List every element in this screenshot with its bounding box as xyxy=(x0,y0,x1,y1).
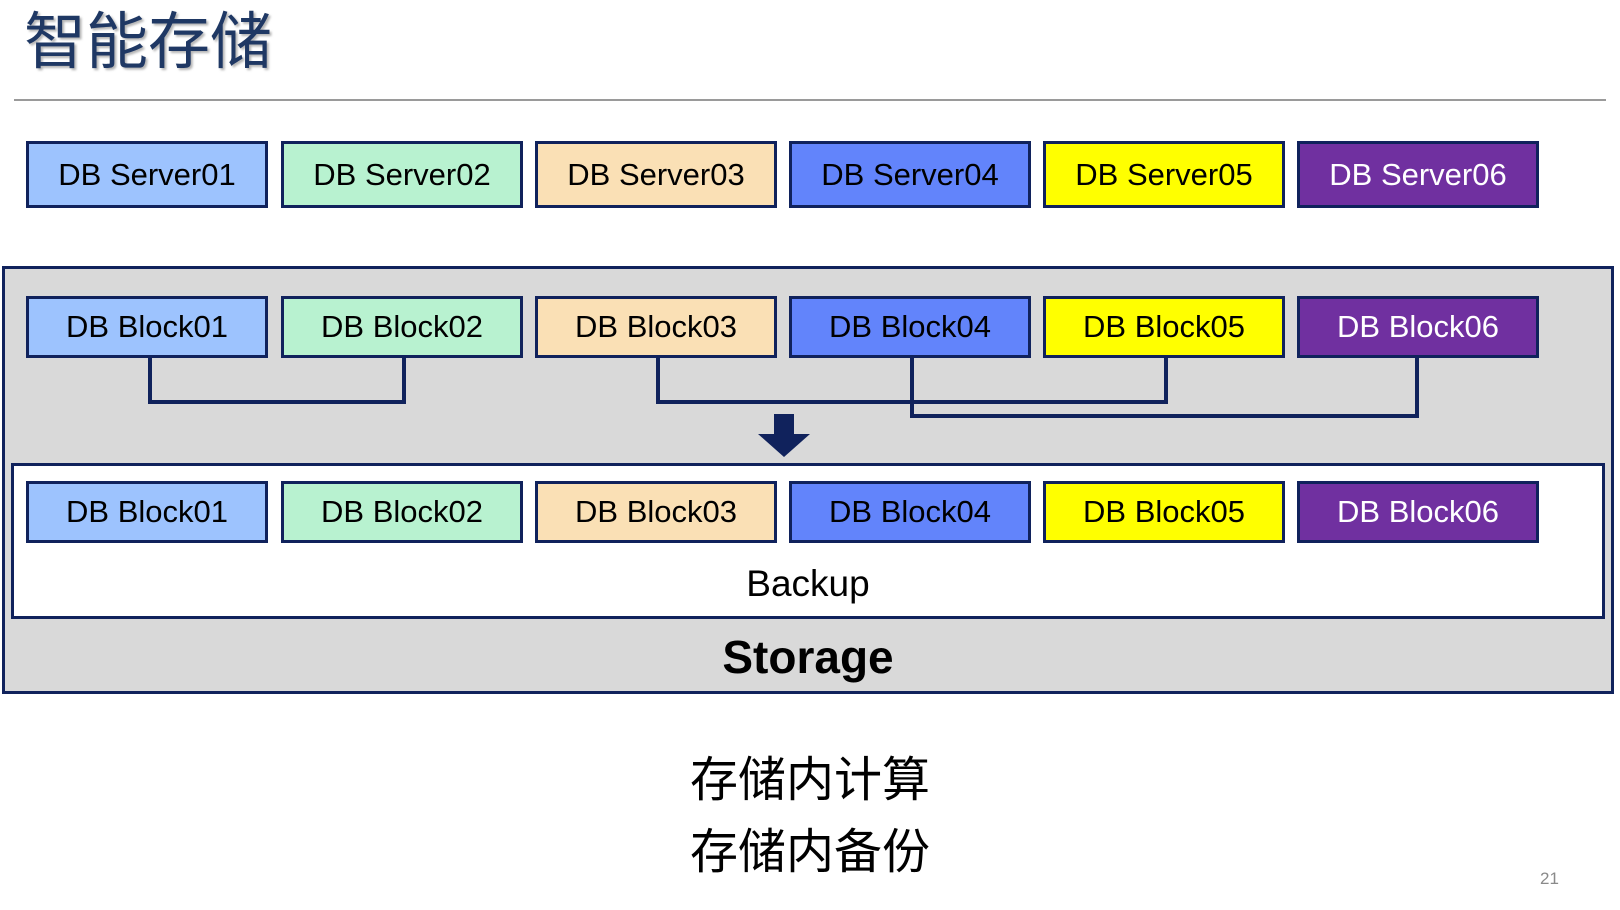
connector-block04-block06-right-leg xyxy=(1415,358,1419,418)
connector-block03-block05-right-leg xyxy=(1164,358,1168,404)
db-server-2-label: DB Server02 xyxy=(313,156,491,192)
db-block-backup-2-label: DB Block02 xyxy=(321,494,483,529)
caption-line-1: 存储内计算 xyxy=(689,754,930,807)
db-block-primary-6: DB Block06 xyxy=(1297,296,1539,358)
page-title: 智能存储 xyxy=(24,8,273,77)
caption-line-2: 存储内备份 xyxy=(689,826,930,879)
db-block-backup-1-label: DB Block01 xyxy=(66,494,228,529)
db-server-3: DB Server03 xyxy=(535,141,777,208)
connector-block01-block02-crossbar xyxy=(148,400,406,404)
db-block-primary-2-label: DB Block02 xyxy=(321,309,483,344)
db-block-primary-1: DB Block01 xyxy=(26,296,268,358)
db-server-3-label: DB Server03 xyxy=(567,156,745,192)
connector-block03-block05-left-leg xyxy=(656,358,660,404)
connector-block01-block02-right-leg xyxy=(402,358,406,404)
db-block-backup-2: DB Block02 xyxy=(281,481,523,543)
db-block-backup-6-label: DB Block06 xyxy=(1337,494,1499,529)
db-server-4-label: DB Server04 xyxy=(821,156,999,192)
db-server-4: DB Server04 xyxy=(789,141,1031,208)
db-block-backup-4-label: DB Block04 xyxy=(829,494,991,529)
storage-label: Storage xyxy=(722,631,894,683)
connector-block04-block06-left-leg xyxy=(910,358,914,418)
db-block-primary-6-label: DB Block06 xyxy=(1337,309,1499,344)
db-server-1: DB Server01 xyxy=(26,141,268,208)
db-block-primary-4-label: DB Block04 xyxy=(829,309,991,344)
db-block-backup-3-label: DB Block03 xyxy=(575,494,737,529)
db-block-primary-5: DB Block05 xyxy=(1043,296,1285,358)
db-server-5-label: DB Server05 xyxy=(1075,156,1253,192)
down-arrow-icon xyxy=(758,414,810,457)
db-server-6: DB Server06 xyxy=(1297,141,1539,208)
db-block-backup-3: DB Block03 xyxy=(535,481,777,543)
db-block-primary-5-label: DB Block05 xyxy=(1083,309,1245,344)
db-server-6-label: DB Server06 xyxy=(1329,156,1507,192)
connector-block04-block06-crossbar xyxy=(910,414,1419,418)
db-block-backup-6: DB Block06 xyxy=(1297,481,1539,543)
page-number: 21 xyxy=(1540,869,1559,888)
db-block-backup-5-label: DB Block05 xyxy=(1083,494,1245,529)
db-block-primary-4: DB Block04 xyxy=(789,296,1031,358)
db-block-backup-1: DB Block01 xyxy=(26,481,268,543)
db-block-primary-1-label: DB Block01 xyxy=(66,309,228,344)
connector-block01-block02-left-leg xyxy=(148,358,152,404)
db-block-primary-2: DB Block02 xyxy=(281,296,523,358)
title-divider xyxy=(14,99,1606,101)
db-block-backup-5: DB Block05 xyxy=(1043,481,1285,543)
db-block-primary-3: DB Block03 xyxy=(535,296,777,358)
db-server-5: DB Server05 xyxy=(1043,141,1285,208)
db-server-1-label: DB Server01 xyxy=(58,156,236,192)
db-block-backup-4: DB Block04 xyxy=(789,481,1031,543)
db-server-2: DB Server02 xyxy=(281,141,523,208)
backup-label: Backup xyxy=(746,563,870,604)
db-block-primary-3-label: DB Block03 xyxy=(575,309,737,344)
